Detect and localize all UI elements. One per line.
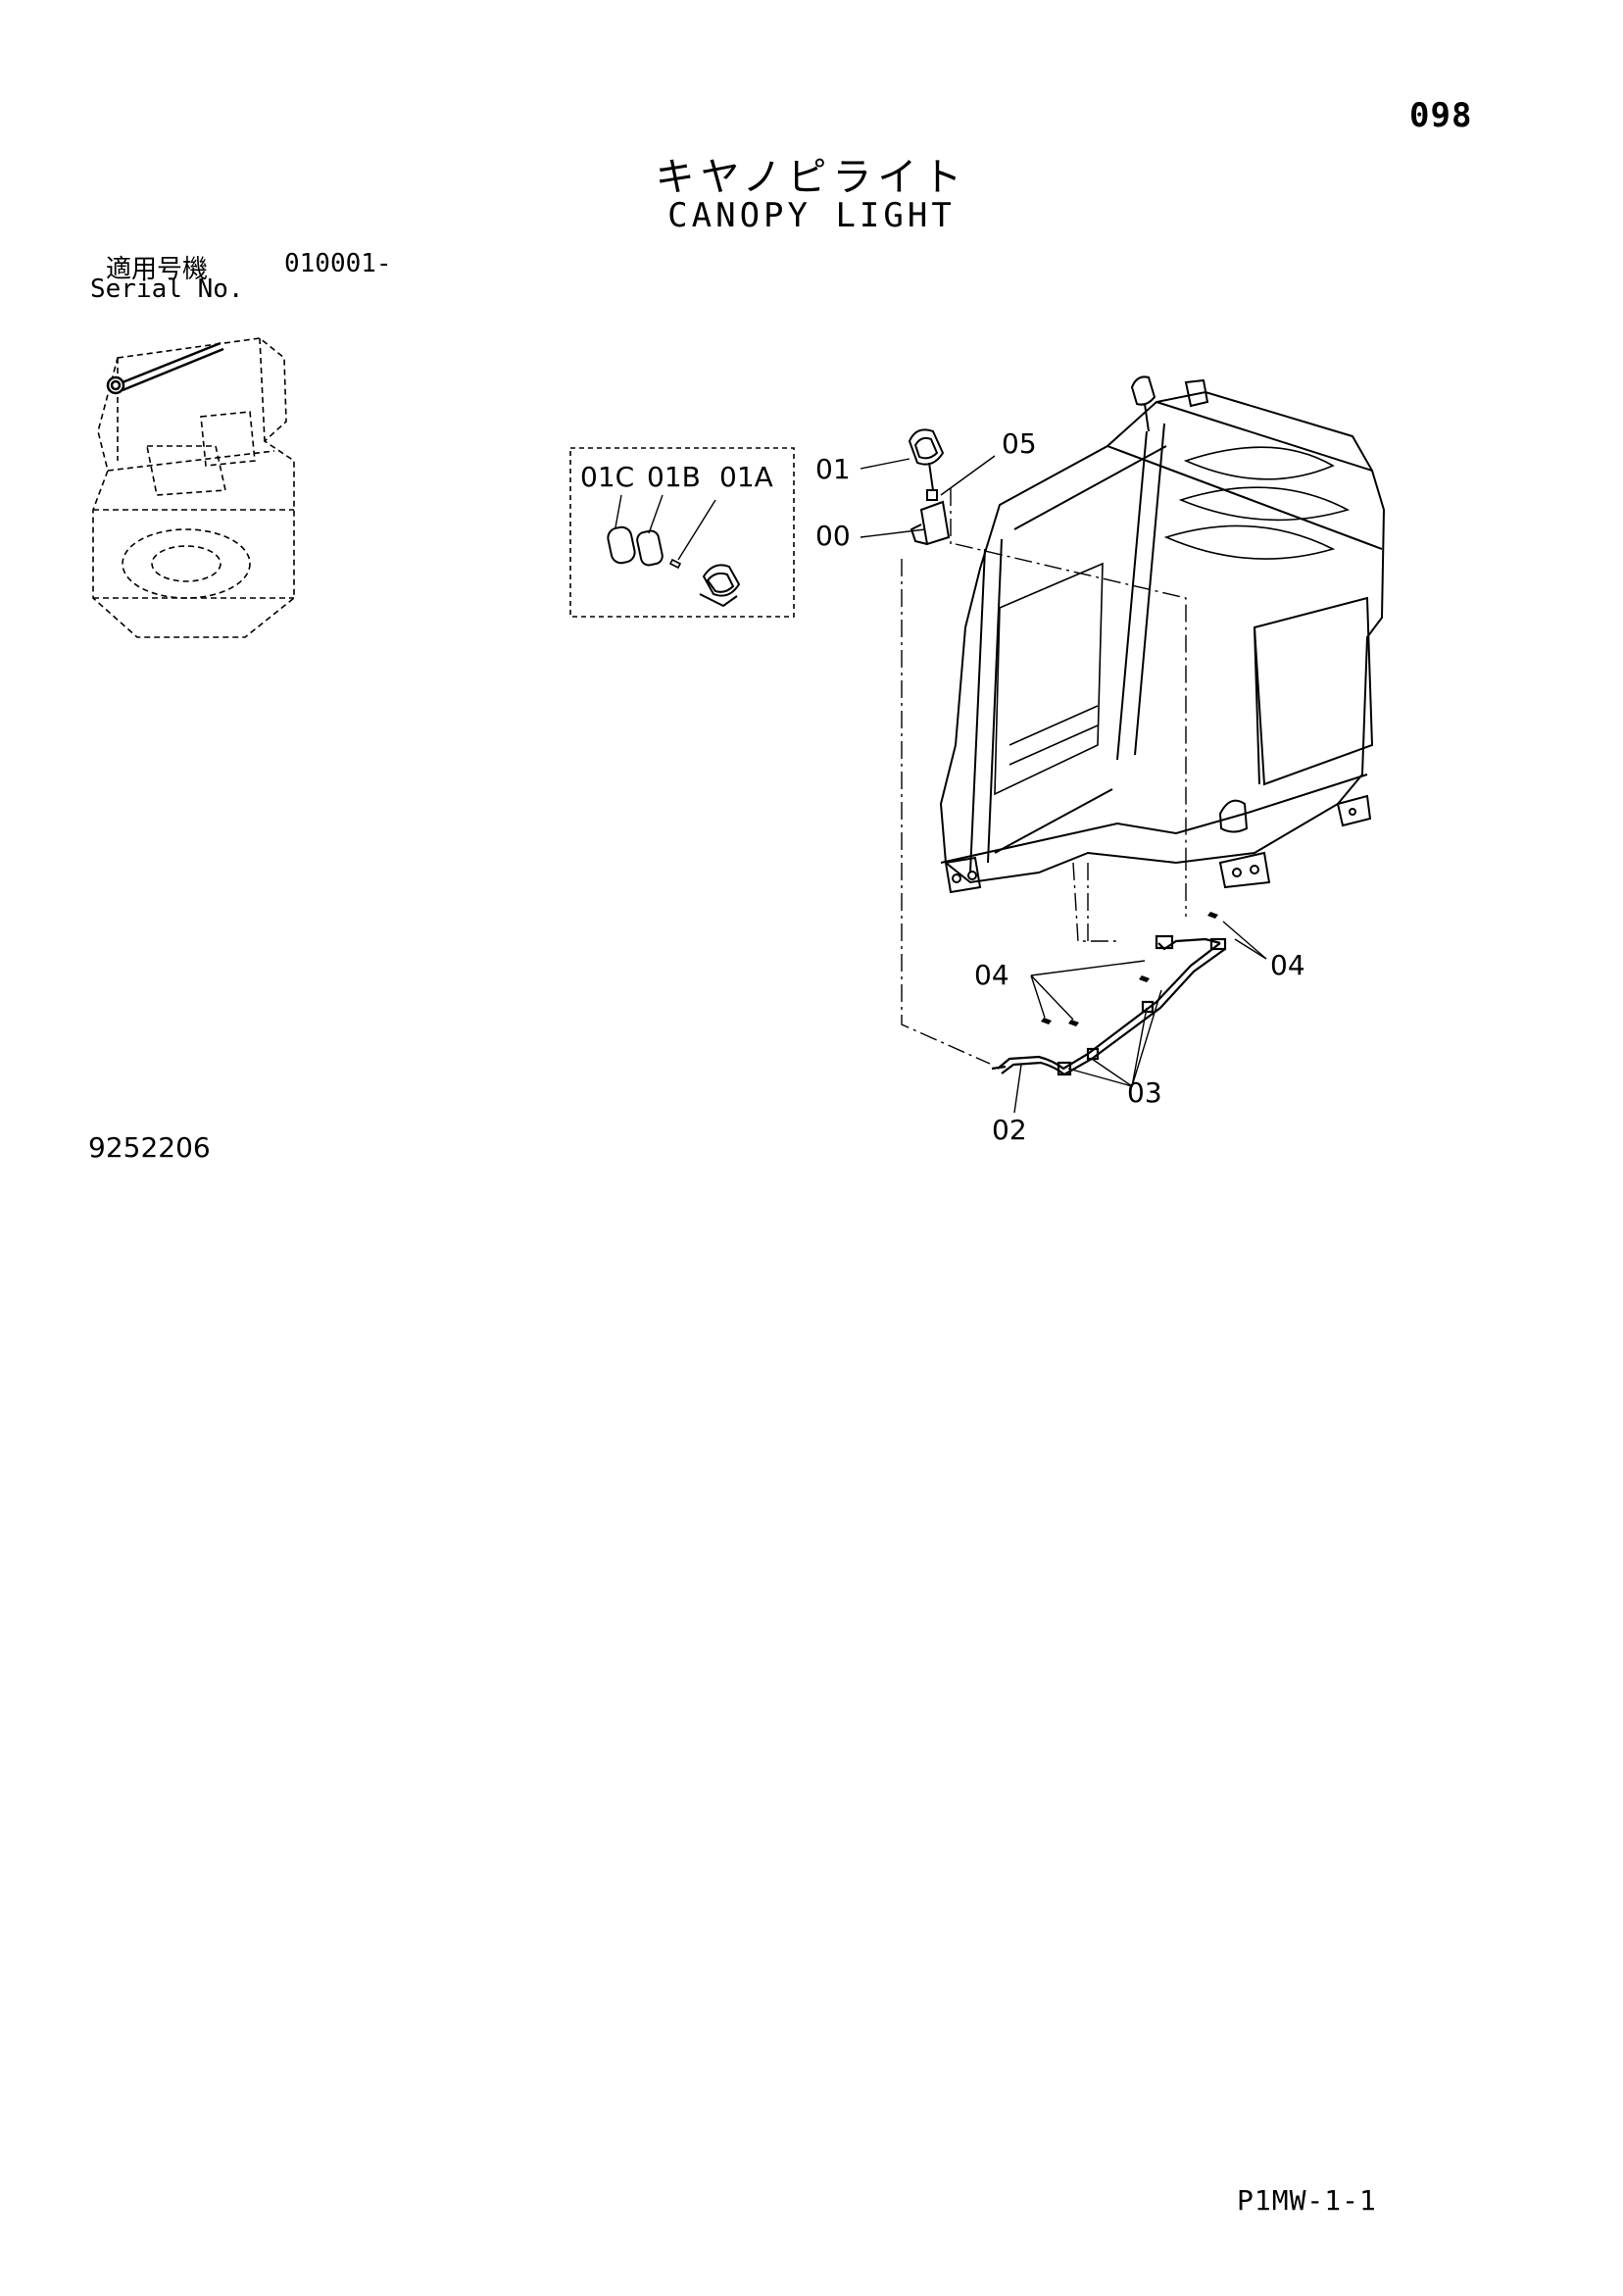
subparts-detail-box — [569, 447, 795, 618]
wire-harness-icon — [991, 934, 1227, 1076]
callout-00: 00 — [815, 520, 851, 552]
serial-label-japanese: 適用号機 — [106, 255, 209, 284]
machine-location-thumbnail — [92, 337, 295, 638]
callout-01C: 01C — [580, 461, 635, 493]
callout-01A: 01A — [719, 461, 773, 493]
page-code: P1MW-1-1 — [1237, 2184, 1377, 2217]
callout-01B: 01B — [647, 461, 701, 493]
work-light-assembly — [908, 428, 945, 501]
page-number: 098 — [1409, 96, 1473, 135]
serial-range: 010001- — [284, 249, 392, 278]
callout-01: 01 — [815, 453, 851, 485]
callout-04-left: 04 — [974, 959, 1009, 991]
callout-05: 05 — [1002, 427, 1037, 460]
callout-04-right: 04 — [1270, 949, 1305, 981]
work-light-icon — [699, 564, 741, 608]
callout-leaders — [860, 455, 1267, 1114]
drawing-id: 9252206 — [88, 1131, 211, 1164]
title-japanese: キヤノピライト — [655, 155, 968, 200]
clips — [1041, 912, 1218, 1026]
title-english: CANOPY LIGHT — [667, 196, 956, 235]
callout-02: 02 — [992, 1114, 1027, 1146]
callout-03: 03 — [1127, 1076, 1162, 1109]
bracket-icon — [910, 500, 951, 546]
thumbnail-highlight-light — [106, 341, 224, 395]
routing-lines — [901, 488, 1187, 1065]
serial-label-english: Serial No. — [90, 275, 244, 304]
